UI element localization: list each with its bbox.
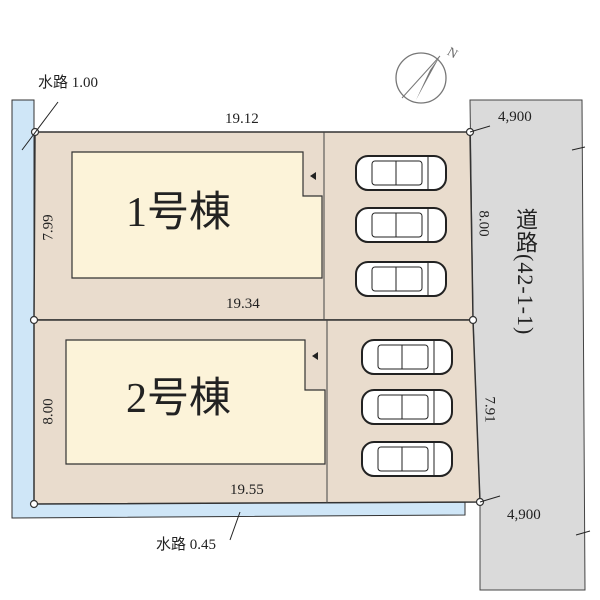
car-icon: [355, 261, 447, 297]
dimension-lot1-left: 7.99: [40, 214, 57, 241]
dimension-middle: 19.34: [226, 296, 260, 312]
building-2: [65, 339, 326, 465]
dimension-road-top: 4,900: [498, 109, 532, 125]
car-icon: [361, 441, 453, 477]
building-2-label: 2号棟: [126, 376, 232, 422]
road-label: 道路(42-1-1): [513, 208, 538, 336]
waterway-south-label: 水路 0.45: [156, 537, 217, 553]
entrance-marker-1: [310, 172, 316, 180]
compass-icon: [395, 52, 447, 104]
car-icon: [361, 389, 453, 425]
dimension-lot1-right: 8.00: [475, 210, 492, 237]
car-icon: [361, 339, 453, 375]
entrance-marker-2: [312, 352, 318, 360]
dimension-lot2-left: 8.00: [40, 398, 57, 425]
dimension-lot2-right: 7.91: [481, 396, 498, 423]
parking-cars: [355, 155, 453, 477]
dimension-top: 19.12: [225, 111, 259, 127]
building-1: [71, 151, 323, 279]
building-1-label: 1号棟: [126, 190, 232, 236]
dimension-bottom: 19.55: [230, 482, 264, 498]
dimension-road-bottom: 4,900: [507, 507, 541, 523]
waterway-north-label: 水路 1.00: [38, 75, 99, 91]
car-icon: [355, 207, 447, 243]
car-icon: [355, 155, 447, 191]
